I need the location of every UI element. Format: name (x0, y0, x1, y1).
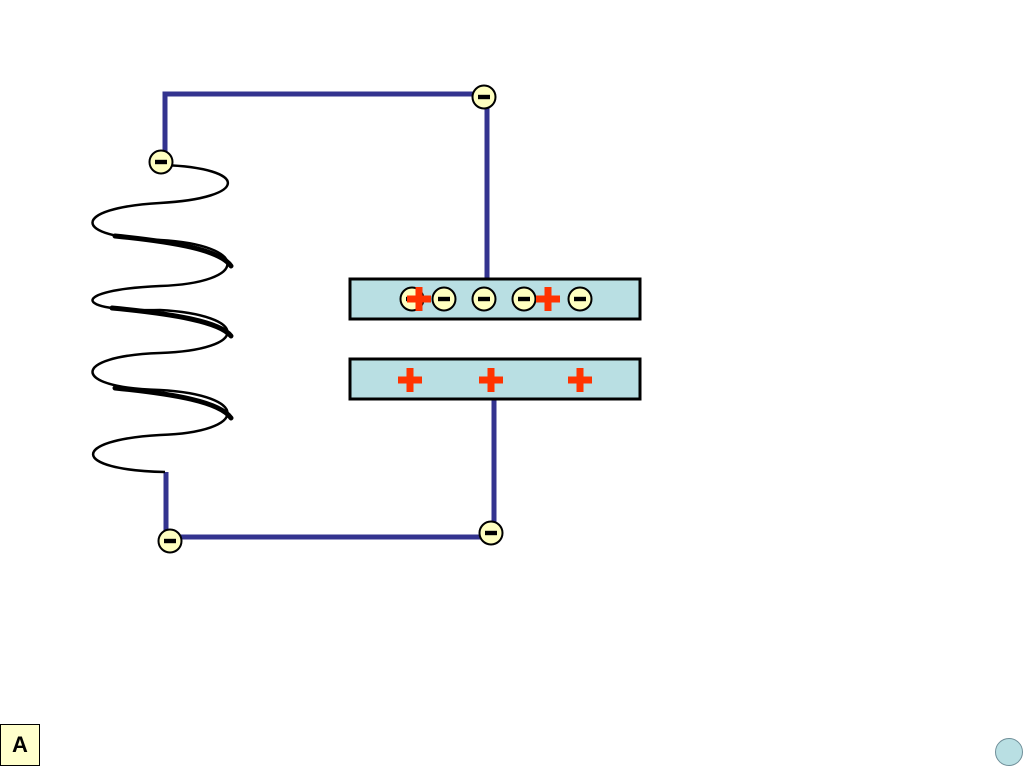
minus-charge-icon (431, 286, 457, 312)
minus-charge-icon (511, 286, 537, 312)
charges (148, 84, 593, 554)
electron-minus-sign (574, 296, 586, 302)
circle-nav-button[interactable] (995, 738, 1023, 766)
plus-charge-icon (536, 287, 560, 311)
proton-bar-vertical (406, 368, 414, 392)
plus-charge-icon (407, 287, 431, 311)
top-wire (162, 91, 490, 279)
circuit-wires (162, 91, 497, 540)
electron-minus-sign (478, 94, 490, 100)
plus-charge-icon (568, 368, 592, 392)
electron-minus-sign (478, 296, 490, 302)
proton-bar-vertical (487, 368, 495, 392)
proton-bar-vertical (576, 368, 584, 392)
minus-charge-icon (471, 286, 497, 312)
minus-charge-icon (148, 149, 174, 175)
electron-minus-sign (155, 159, 167, 165)
electron-minus-sign (518, 296, 530, 302)
inductor-coil (91, 163, 234, 474)
electron-minus-sign (164, 538, 176, 544)
minus-charge-icon (478, 520, 504, 546)
coil-front-turn-3 (112, 385, 234, 421)
proton-bar-vertical (415, 287, 423, 311)
minus-charge-icon (157, 528, 183, 554)
minus-charge-icon (567, 286, 593, 312)
slide-label-box: A (0, 724, 40, 766)
electron-minus-sign (485, 530, 497, 536)
coil-front-turn-2 (109, 305, 234, 339)
plus-charge-icon (479, 368, 503, 392)
coil-front-turn-1 (112, 233, 234, 269)
bottom-wire (163, 400, 497, 540)
proton-bar-vertical (544, 287, 552, 311)
plus-charge-icon (398, 368, 422, 392)
coil-winding (91, 163, 229, 474)
electron-minus-sign (438, 296, 450, 302)
minus-charge-icon (471, 84, 497, 110)
